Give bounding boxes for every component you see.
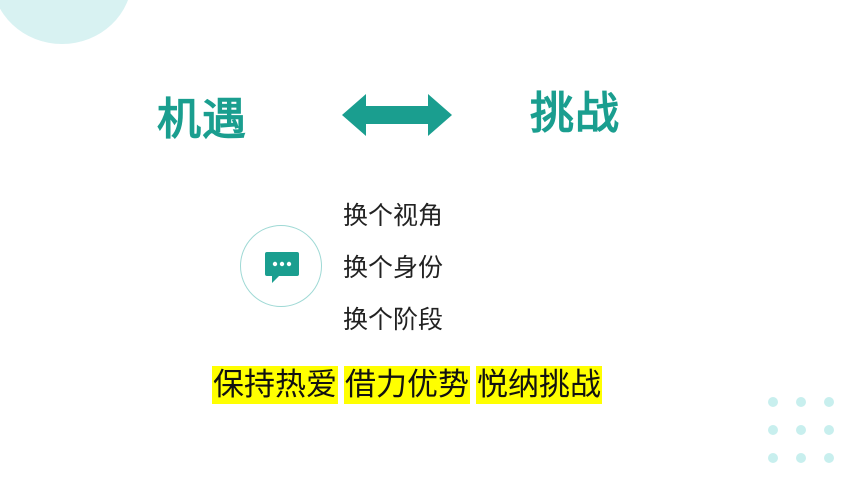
word-opportunity: 机遇 <box>157 94 247 145</box>
dot <box>824 453 834 463</box>
chat-icon-circle <box>240 225 322 307</box>
perspective-list: 换个视角 换个身份 换个阶段 <box>343 198 443 354</box>
dot <box>768 397 778 407</box>
list-item: 换个视角 <box>343 201 444 230</box>
list-item: 换个身份 <box>343 253 444 282</box>
speech-bubble-icon <box>265 252 299 283</box>
double-arrow-icon <box>342 94 452 136</box>
list-item: 换个阶段 <box>343 305 444 334</box>
decorative-corner-circle <box>0 0 132 44</box>
dot <box>824 397 834 407</box>
dot <box>796 425 806 435</box>
double-arrow-shape <box>342 94 452 136</box>
decorative-dot-grid <box>768 397 838 467</box>
slogan-row: 保持热爱 借力优势 悦纳挑战 <box>212 366 602 404</box>
slogan-leverage-strengths: 借力优势 <box>344 366 470 404</box>
dot <box>824 425 834 435</box>
slogan-embrace-challenges: 悦纳挑战 <box>476 366 602 404</box>
dot <box>768 453 778 463</box>
dot <box>796 397 806 407</box>
slogan-keep-passion: 保持热爱 <box>212 366 338 404</box>
word-challenge: 挑战 <box>530 88 620 139</box>
dot <box>768 425 778 435</box>
dot <box>796 453 806 463</box>
